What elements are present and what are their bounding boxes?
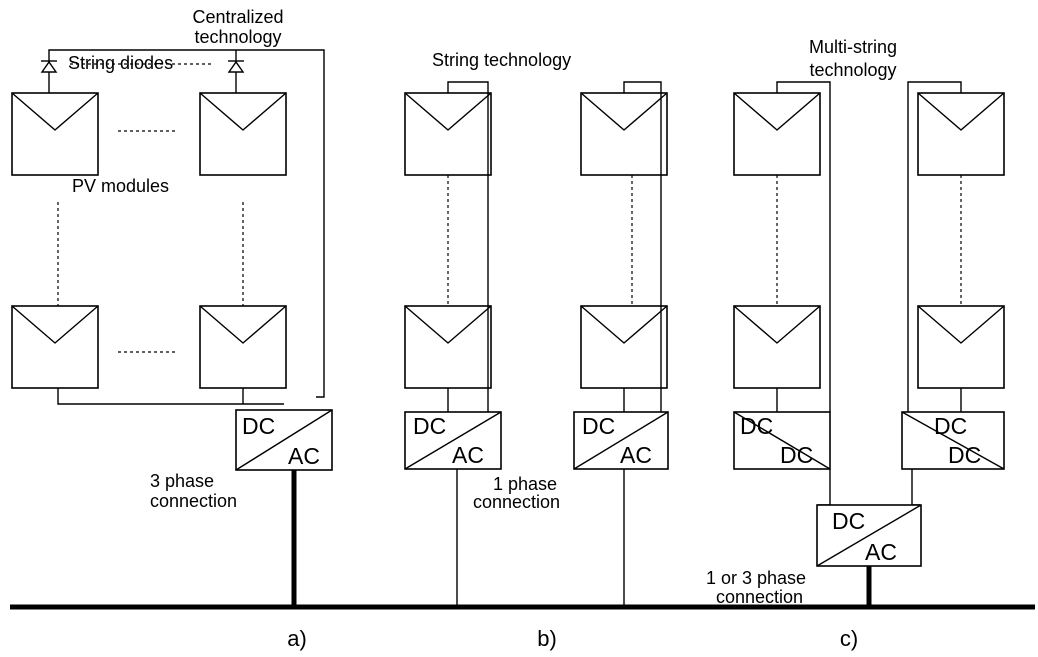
centralized-title-line1: Centralized [192,7,283,27]
dcdc-c1-in: DC [740,413,773,439]
caption-a: a) [287,626,307,651]
pv-module-a2 [199,92,287,176]
section-c-multi-string: Multi-string technology DC DC DC DC [706,37,1005,607]
inverter-b1: DC AC [404,411,502,470]
pv-module-c3 [917,92,1005,176]
inverter-b1-dc: DC [413,413,446,439]
pv-module-a4 [199,305,287,389]
multi-string-title-line1: Multi-string [809,37,897,57]
inverter-b2-ac: AC [620,442,652,468]
dcdc-c1-out: DC [780,442,813,468]
dcdc-converter-c2: DC DC [901,411,1005,470]
pv-module-c1 [733,92,821,176]
string-diode-left [40,60,58,73]
inverter-a-ac: AC [288,443,320,469]
pv-module-c2 [733,305,821,389]
pv-module-b4 [580,305,668,389]
pv-modules-label: PV modules [72,176,169,196]
inverter-c-ac: AC [865,539,897,565]
dcdc-c2-in: DC [934,413,967,439]
string-b1-return-wire [447,81,489,412]
inverter-b2-dc: DC [582,413,615,439]
phase3-label-line2: connection [150,491,237,511]
string-technology-title: String technology [432,50,571,70]
caption-c: c) [840,626,858,651]
multi-string-title-line2: technology [809,60,896,80]
string-c2-return-wire [907,81,962,412]
string-diode-right [227,60,245,73]
phase13-label-line1: 1 or 3 phase [706,568,806,588]
inverter-a: DC AC [235,409,333,471]
centralized-title-line2: technology [194,27,281,47]
phase13-label-line2: connection [716,587,803,607]
inverter-c-dc: DC [832,508,865,534]
centralized-top-bus [48,49,325,398]
caption-b: b) [537,626,557,651]
pv-module-b1 [404,92,492,176]
pv-module-a3 [11,305,99,389]
section-a-centralized: Centralized technology String diodes PV … [11,7,333,607]
centralized-bottom-bus [57,388,284,405]
inverter-c: DC AC [816,504,922,567]
inverter-a-dc: DC [242,413,275,439]
phase3-label-line1: 3 phase [150,471,214,491]
pv-module-b2 [404,305,492,389]
pv-module-c4 [917,305,1005,389]
inverter-b2: DC AC [573,411,669,470]
section-b-string: String technology DC AC DC AC 1 phase co… [404,50,669,607]
string-c1-return-wire [776,81,831,412]
pv-module-b3 [580,92,668,176]
phase1-label-line2: connection [473,492,560,512]
dcdc-converter-c1: DC DC [733,411,831,470]
phase1-label-line1: 1 phase [493,474,557,494]
string-b2-return-wire [623,81,662,412]
string-diodes-label: String diodes [68,53,173,73]
pv-module-a1 [11,92,99,176]
dc-link-left [818,469,831,506]
inverter-b1-ac: AC [452,442,484,468]
dc-link-right [911,469,920,506]
dcdc-c2-out: DC [948,442,981,468]
